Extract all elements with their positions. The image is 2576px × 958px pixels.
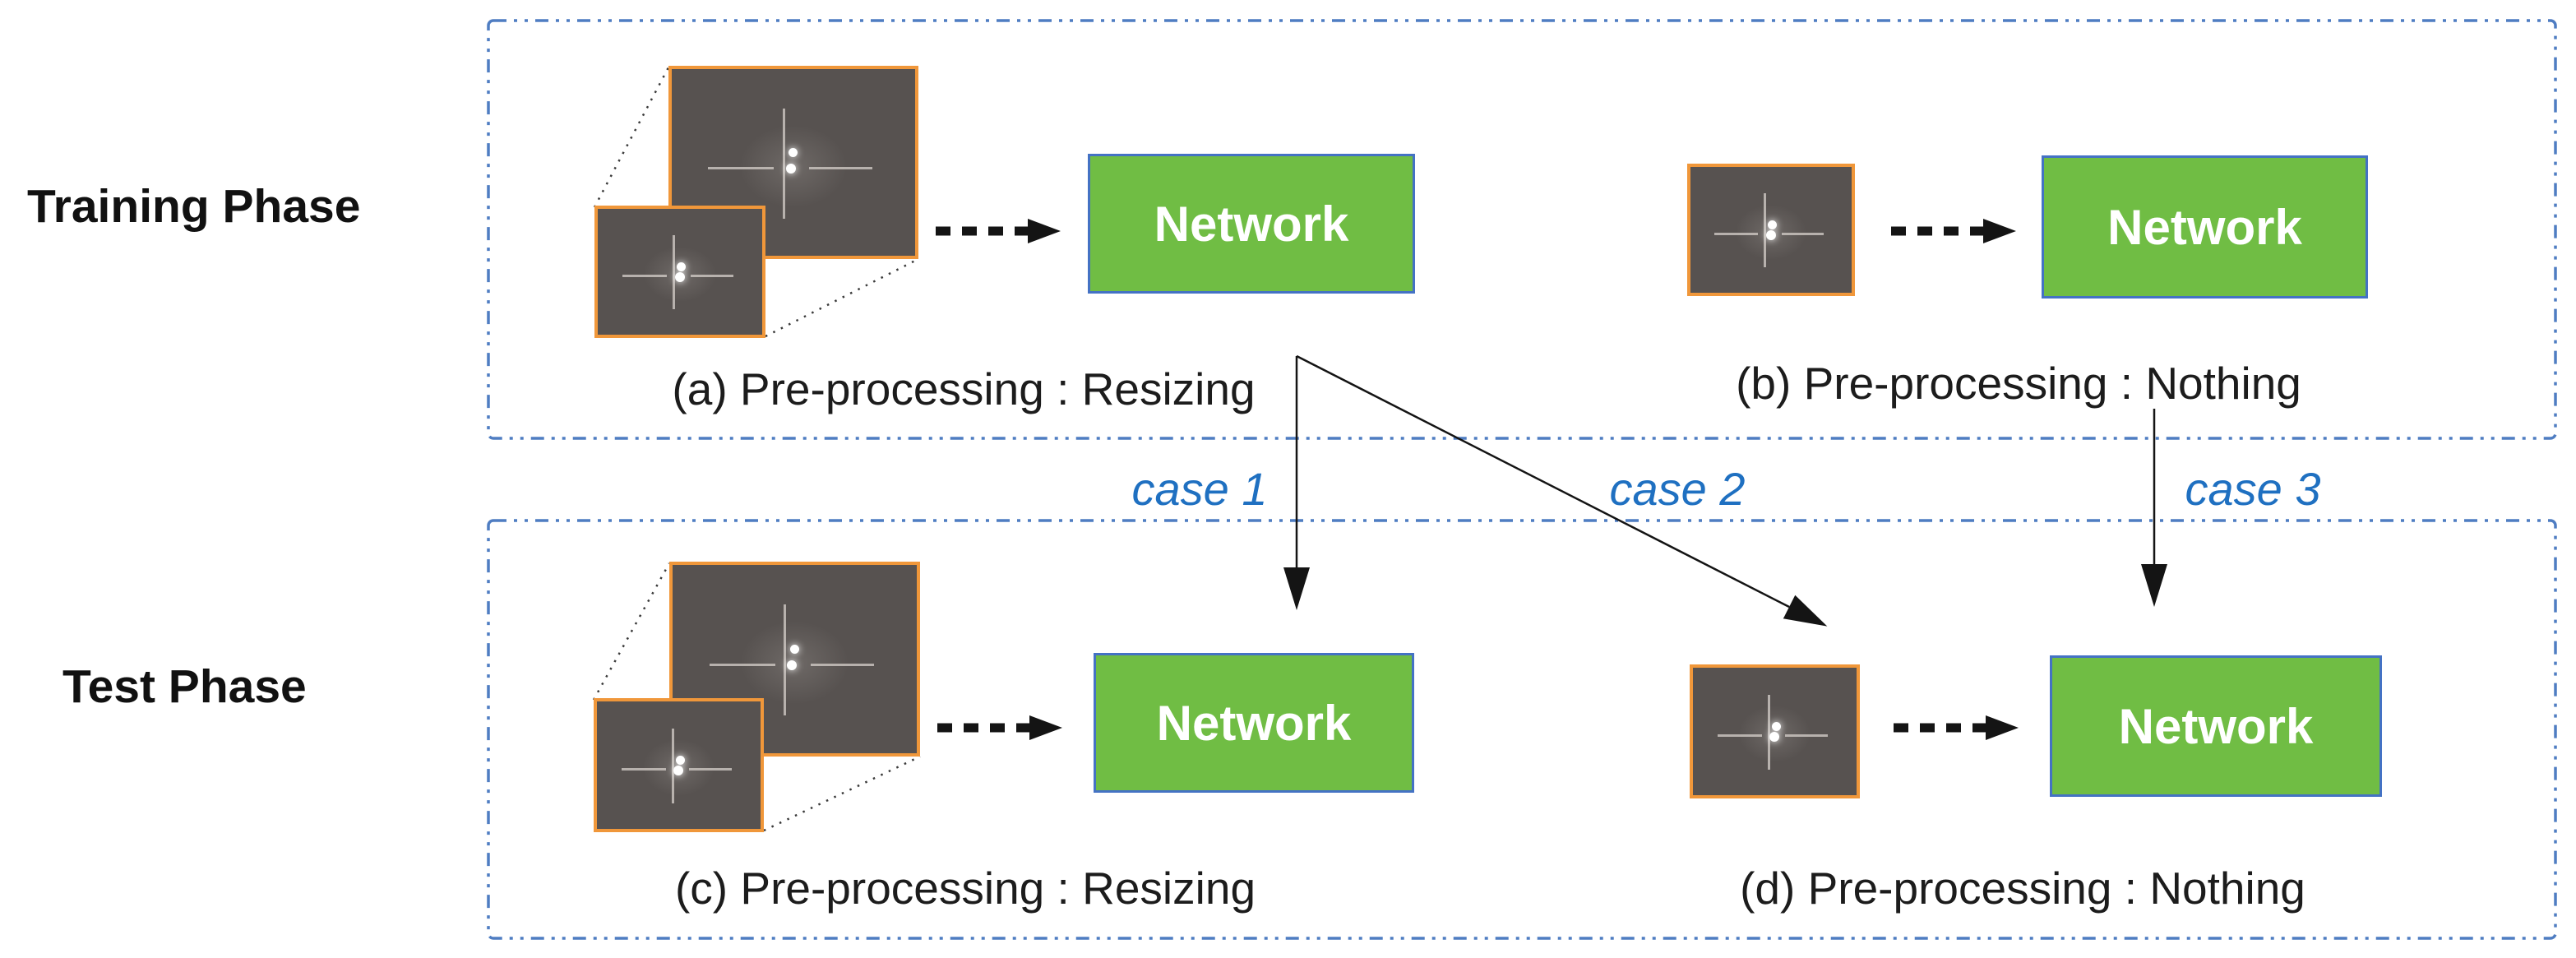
crosshair-vertical-line bbox=[1767, 694, 1770, 770]
resize-connector-a-bottomright bbox=[765, 257, 919, 338]
network-box-a: Network bbox=[1088, 154, 1415, 294]
crosshair-horizontal-left bbox=[708, 167, 775, 170]
case-2-arrow-icon bbox=[1296, 354, 1828, 627]
crosshair-horizontal-left bbox=[1714, 233, 1759, 236]
crosshair-horizontal-left bbox=[621, 768, 666, 771]
crosshair-vertical-line bbox=[784, 604, 787, 716]
crosshair-horizontal-right bbox=[1781, 233, 1824, 236]
thermal-image-small-c bbox=[594, 698, 764, 832]
network-box-d: Network bbox=[2050, 655, 2382, 797]
target-dot bbox=[789, 148, 798, 158]
resize-connector-c-topleft bbox=[592, 562, 671, 701]
thermal-image-small-a bbox=[594, 206, 765, 338]
caption-b: (b) Pre-processing : Nothing bbox=[1736, 358, 2301, 409]
resize-connector-c-bottomright bbox=[763, 755, 921, 832]
crosshair-horizontal-left bbox=[1717, 734, 1762, 738]
target-dot bbox=[789, 645, 799, 655]
network-label-d: Network bbox=[2118, 698, 2314, 754]
training-phase-label: Training Phase bbox=[27, 180, 361, 233]
network-label-b: Network bbox=[2107, 199, 2302, 255]
network-box-b: Network bbox=[2042, 155, 2368, 299]
target-dot bbox=[675, 755, 685, 765]
crosshair-vertical-line bbox=[1764, 193, 1767, 268]
caption-c: (c) Pre-processing : Resizing bbox=[674, 863, 1256, 914]
crosshair-horizontal-right bbox=[1785, 734, 1829, 738]
caption-d: (d) Pre-processing : Nothing bbox=[1740, 863, 2305, 914]
test-phase-label: Test Phase bbox=[62, 660, 307, 713]
crosshair-horizontal-left bbox=[709, 664, 775, 667]
thermal-image-d bbox=[1690, 664, 1860, 798]
crosshair-vertical-line bbox=[671, 728, 674, 803]
target-dot bbox=[673, 766, 684, 776]
crosshair-vertical-line bbox=[673, 235, 675, 310]
caption-a: (a) Pre-processing : Resizing bbox=[672, 363, 1256, 414]
network-label-c: Network bbox=[1156, 695, 1352, 751]
case-2-label: case 2 bbox=[1609, 463, 1746, 515]
target-dot bbox=[674, 272, 685, 283]
case-3-label: case 3 bbox=[2185, 463, 2321, 515]
test-phase-panel-border bbox=[487, 519, 2557, 940]
crosshair-horizontal-right bbox=[810, 664, 875, 667]
target-dot bbox=[785, 163, 796, 174]
case-1-label: case 1 bbox=[1131, 463, 1268, 515]
crosshair-horizontal-right bbox=[809, 167, 873, 170]
thermal-image-b bbox=[1687, 164, 1855, 296]
network-box-c: Network bbox=[1094, 653, 1414, 793]
target-dot bbox=[1768, 220, 1778, 230]
network-label-a: Network bbox=[1154, 196, 1349, 252]
target-dot bbox=[1769, 732, 1780, 743]
target-dot bbox=[677, 262, 686, 272]
crosshair-vertical-line bbox=[782, 108, 785, 219]
training-phase-panel-border bbox=[487, 19, 2557, 440]
crosshair-horizontal-right bbox=[691, 275, 733, 278]
target-dot bbox=[1765, 230, 1776, 241]
resize-connector-a-topleft bbox=[593, 67, 670, 208]
target-dot bbox=[1771, 721, 1781, 731]
crosshair-horizontal-left bbox=[622, 275, 667, 278]
crosshair-horizontal-right bbox=[689, 768, 733, 771]
target-dot bbox=[786, 659, 797, 670]
thermal-image-large-a bbox=[668, 66, 918, 259]
